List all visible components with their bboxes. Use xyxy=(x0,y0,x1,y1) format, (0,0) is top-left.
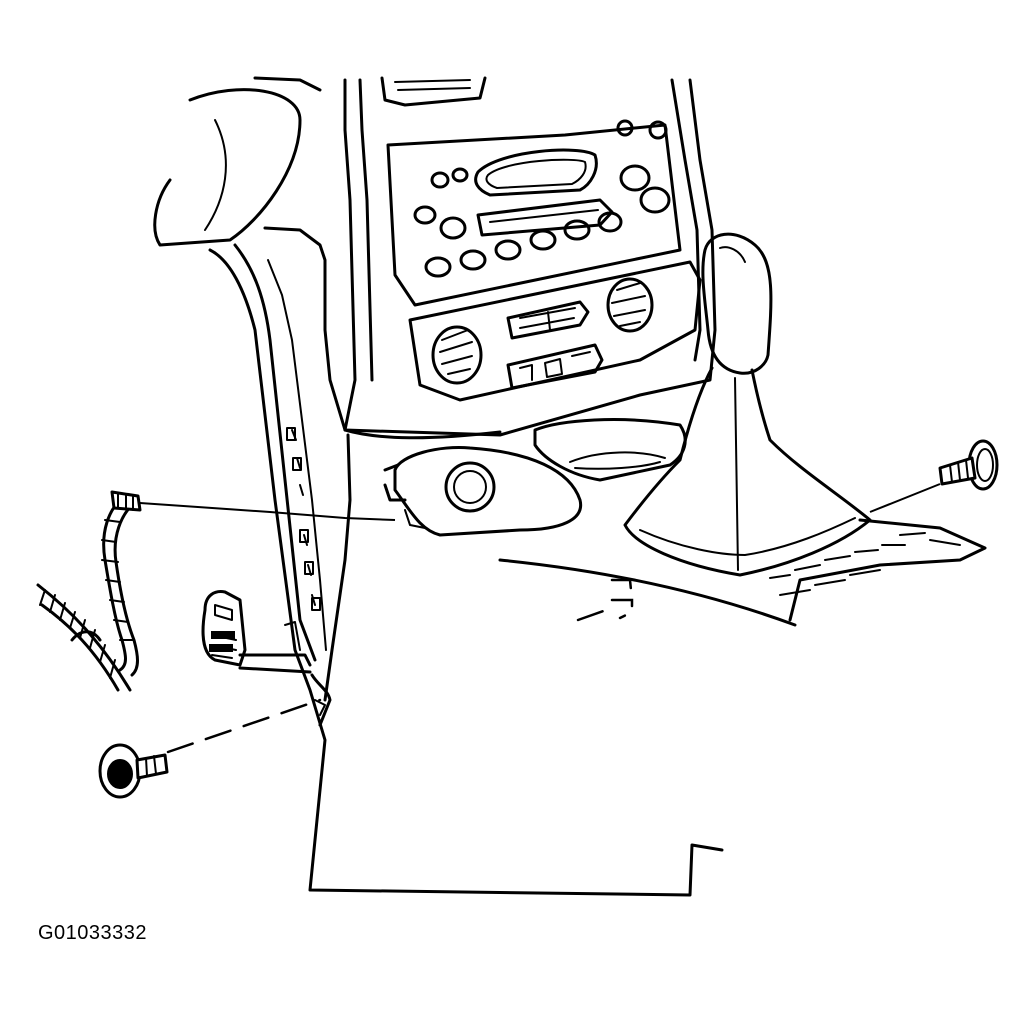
center-stack-bezel xyxy=(343,78,717,440)
cup-holder xyxy=(533,418,687,482)
wiring-harness xyxy=(101,490,142,677)
steering-column-cover xyxy=(153,76,322,247)
console-floor xyxy=(498,518,987,627)
hvac-control-panel xyxy=(408,260,702,402)
lower-dash-edge xyxy=(36,583,132,692)
left-push-pin-fastener xyxy=(98,743,169,799)
right-push-pin-fastener xyxy=(938,439,999,491)
radio-unit xyxy=(386,119,682,307)
mounting-bracket xyxy=(201,590,312,674)
leader-lines xyxy=(139,483,941,521)
lighter-bezel xyxy=(383,445,583,537)
console-side-panel xyxy=(208,226,724,897)
upper-air-vent xyxy=(380,76,487,107)
gear-shift-lever xyxy=(623,232,872,577)
fastener-alignment-lines xyxy=(166,578,634,754)
figure-code: G01033332 xyxy=(38,922,148,944)
